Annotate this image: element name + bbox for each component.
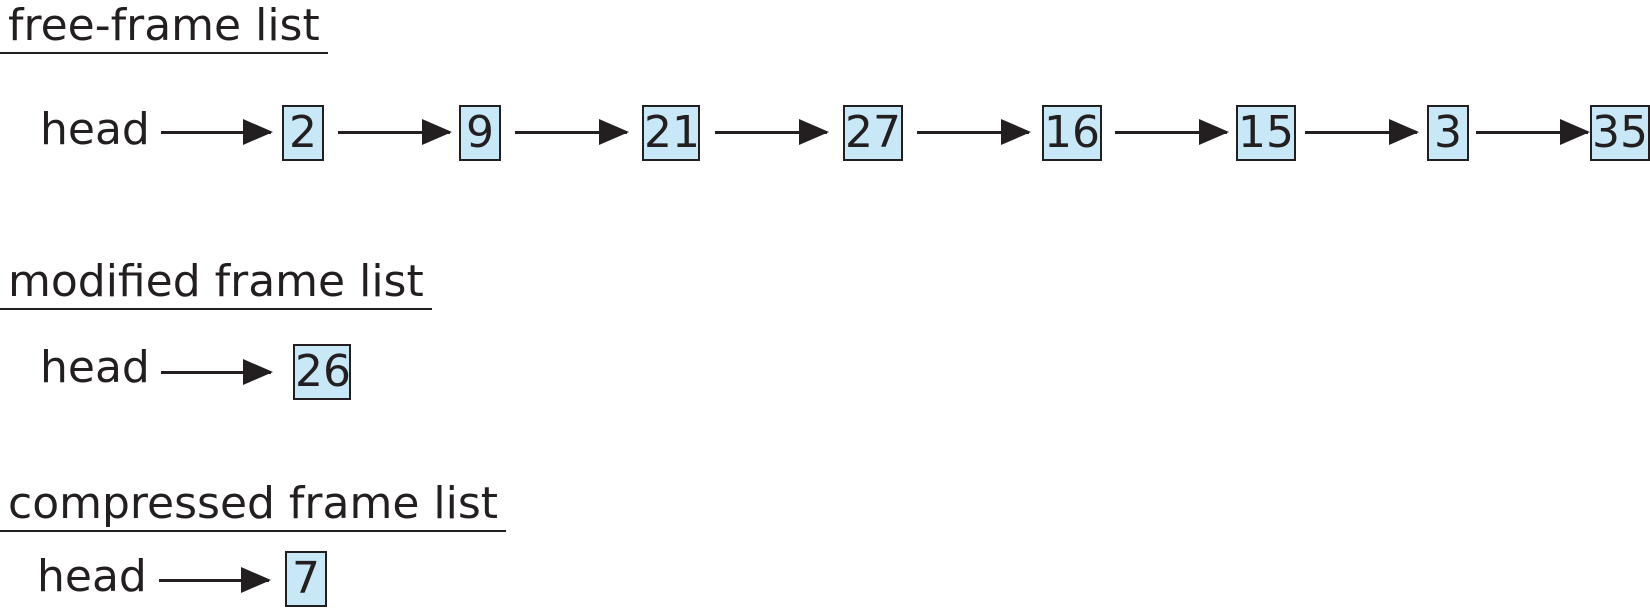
free-list-head-label: head	[40, 104, 150, 155]
free-list-arrow-0	[161, 121, 273, 143]
compressed-list-arrow-0	[159, 569, 271, 591]
compressed-frame-list-title: compressed frame list	[0, 482, 507, 532]
free-list-arrow-2	[515, 121, 629, 143]
free-frame-list-title: free-frame list	[0, 4, 328, 54]
free-list-frame-0: 2	[282, 105, 324, 161]
free-list-arrow-6	[1305, 121, 1419, 143]
free-list-frame-6: 3	[1427, 105, 1469, 161]
free-list-frame-7: 35	[1590, 105, 1650, 161]
free-list-frame-2: 21	[642, 105, 700, 161]
free-list-frame-5: 15	[1236, 105, 1296, 161]
free-list-arrow-1	[338, 121, 452, 143]
modified-list-head-label: head	[40, 342, 150, 393]
free-list-frame-4: 16	[1042, 105, 1102, 161]
modified-frame-list-title: modified frame list	[0, 260, 432, 310]
free-list-frame-3: 27	[843, 105, 903, 161]
free-list-arrow-5	[1115, 121, 1229, 143]
free-list-arrow-4	[917, 121, 1031, 143]
free-list-arrow-7	[1476, 121, 1590, 143]
free-list-frame-1: 9	[459, 105, 501, 161]
compressed-list-frame-0: 7	[285, 551, 327, 607]
modified-list-frame-0: 26	[293, 344, 351, 400]
free-list-arrow-3	[715, 121, 829, 143]
modified-list-arrow-0	[161, 361, 273, 383]
compressed-list-head-label: head	[37, 551, 147, 602]
